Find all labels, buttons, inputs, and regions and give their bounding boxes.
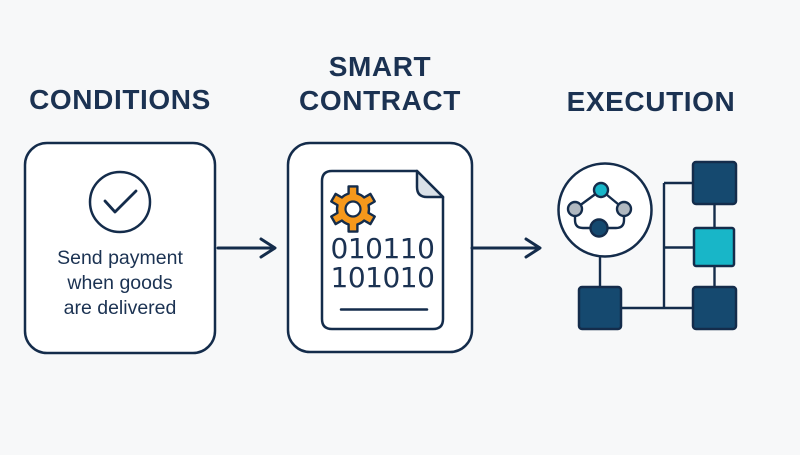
network-node-bottom bbox=[589, 218, 609, 238]
bottom-white-strip bbox=[0, 455, 800, 470]
network-node-left bbox=[566, 200, 584, 218]
network-circle bbox=[557, 162, 653, 258]
arrow-contract-to-execution bbox=[470, 237, 542, 259]
check-circle-icon bbox=[88, 170, 152, 234]
binary-line2: 101010 bbox=[330, 261, 435, 294]
arrow-conditions-to-contract bbox=[216, 237, 277, 259]
network-node-top bbox=[592, 181, 610, 199]
block-middle-teal bbox=[692, 226, 736, 268]
conditions-card-text-line2: when goods bbox=[67, 272, 173, 294]
conditions-card-text-line1: Send payment bbox=[57, 247, 183, 269]
conditions-card bbox=[23, 141, 217, 355]
document-gear-icon bbox=[320, 169, 445, 331]
conditions-card-text: Send payment when goods are delivered bbox=[33, 246, 207, 321]
conditions-card-text-line3: are delivered bbox=[63, 297, 177, 319]
binary-code-text: 010110 101010 bbox=[312, 234, 453, 292]
gear-icon bbox=[330, 185, 376, 233]
smart-contract-heading: SMART CONTRACT bbox=[278, 50, 482, 118]
smart-contract-heading-line1: SMART bbox=[328, 51, 432, 82]
network-node-right bbox=[615, 200, 633, 218]
network-blocks-icon bbox=[557, 160, 738, 331]
block-top-right bbox=[691, 160, 738, 206]
block-bottom-right bbox=[691, 285, 738, 331]
smart-contract-heading-line2: CONTRACT bbox=[299, 85, 461, 116]
execution-heading: EXECUTION bbox=[566, 86, 736, 117]
conditions-heading: CONDITIONS bbox=[29, 84, 211, 115]
binary-line1: 010110 bbox=[330, 232, 435, 265]
block-bottom-left bbox=[577, 285, 623, 331]
folded-corner bbox=[415, 169, 445, 199]
